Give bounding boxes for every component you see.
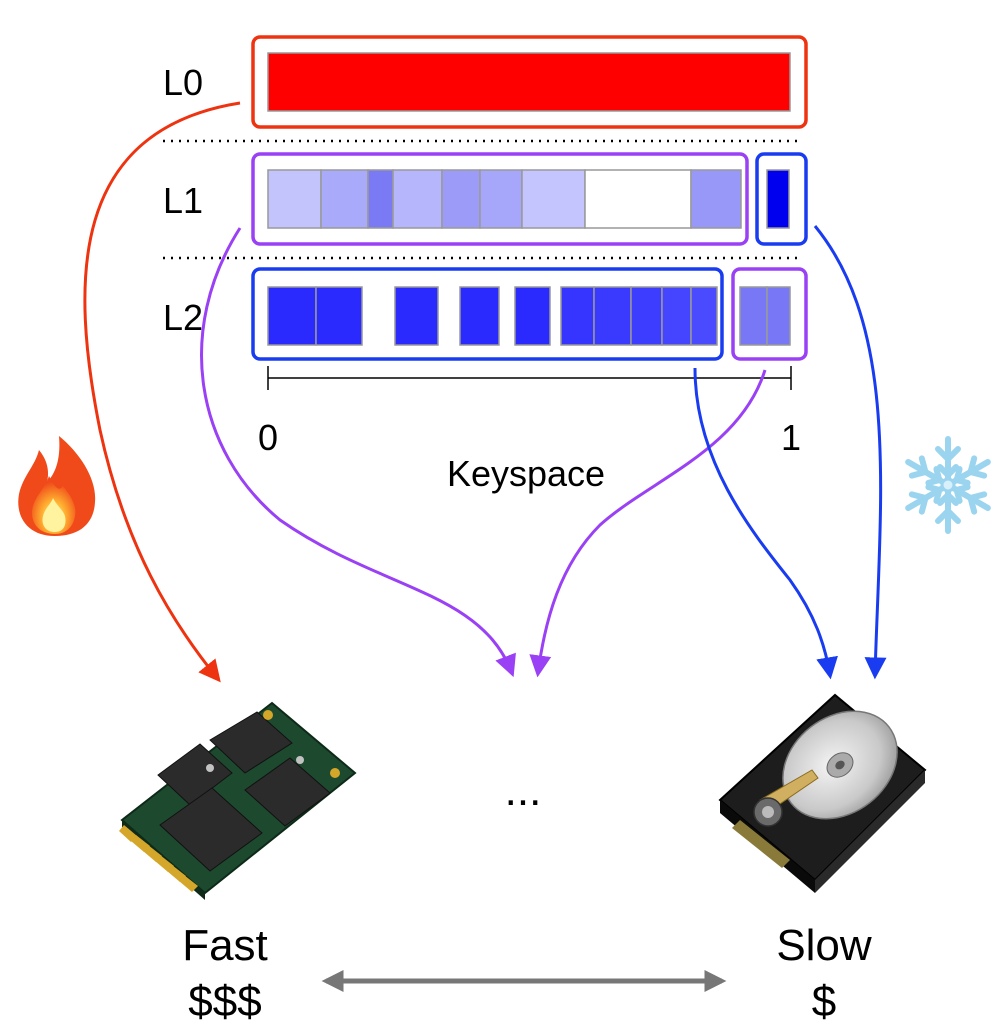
- level-label-l1: L1: [163, 180, 203, 221]
- l1-sstable: [690, 169, 742, 229]
- l1-sstables: [267, 169, 790, 229]
- l2-sstable: [739, 286, 768, 346]
- keyspace-axis: [267, 366, 792, 390]
- l2-sstable: [661, 286, 692, 346]
- l1-sstable: [766, 169, 790, 229]
- keyspace-end-label: 1: [781, 417, 801, 458]
- l2-sstable: [690, 286, 718, 346]
- l1-sstable: [521, 169, 586, 229]
- ssd-icon: [119, 701, 357, 900]
- l2-sstable: [394, 286, 439, 346]
- cold-l1-arrow: [813, 225, 887, 680]
- l1-warm-group-frame: [251, 152, 749, 246]
- warm-l1-arrow: [200, 227, 516, 678]
- l0-run: [267, 52, 791, 112]
- l2-sstable: [459, 286, 500, 346]
- l1-sstable: [479, 169, 523, 229]
- level-label-l0: L0: [163, 62, 203, 103]
- l1-sstable: [267, 169, 322, 229]
- fire-icon: [18, 436, 96, 536]
- fast-tier-speed-label: Fast: [182, 921, 268, 970]
- l1-sstable: [584, 169, 692, 229]
- warm-l2-arrow: [529, 369, 767, 678]
- hard-disk-icon: [718, 693, 927, 893]
- l2-sstable: [630, 286, 663, 346]
- l2-sstable: [593, 286, 632, 346]
- l2-cold-group-frame: [251, 267, 724, 361]
- cold-l2-arrow: [693, 367, 838, 680]
- hot-data-arrow: [83, 101, 241, 683]
- l2-sstable: [560, 286, 595, 346]
- l0-hot-group-frame: [251, 35, 808, 129]
- l2-sstable: [267, 286, 317, 346]
- level-label-l2: L2: [163, 297, 203, 338]
- l2-sstable: [514, 286, 551, 346]
- l2-sstables: [267, 286, 791, 346]
- l2-warm-group-frame: [731, 267, 808, 361]
- l1-sstable: [441, 169, 481, 229]
- keyspace-axis-title: Keyspace: [447, 453, 605, 494]
- fast-tier-cost-label: $$$: [188, 977, 261, 1026]
- l1-cold-group-frame: [755, 152, 808, 246]
- l1-sstable: [392, 169, 443, 229]
- slow-tier-cost-label: $: [812, 977, 836, 1026]
- l1-sstable: [320, 169, 369, 229]
- snowflake-icon: [905, 436, 991, 534]
- keyspace-start-label: 0: [258, 417, 278, 458]
- l1-sstable: [367, 169, 394, 229]
- intermediate-tiers-ellipsis: ...: [505, 766, 542, 815]
- slow-tier-speed-label: Slow: [776, 921, 872, 970]
- l2-sstable: [766, 286, 791, 346]
- l2-sstable: [315, 286, 363, 346]
